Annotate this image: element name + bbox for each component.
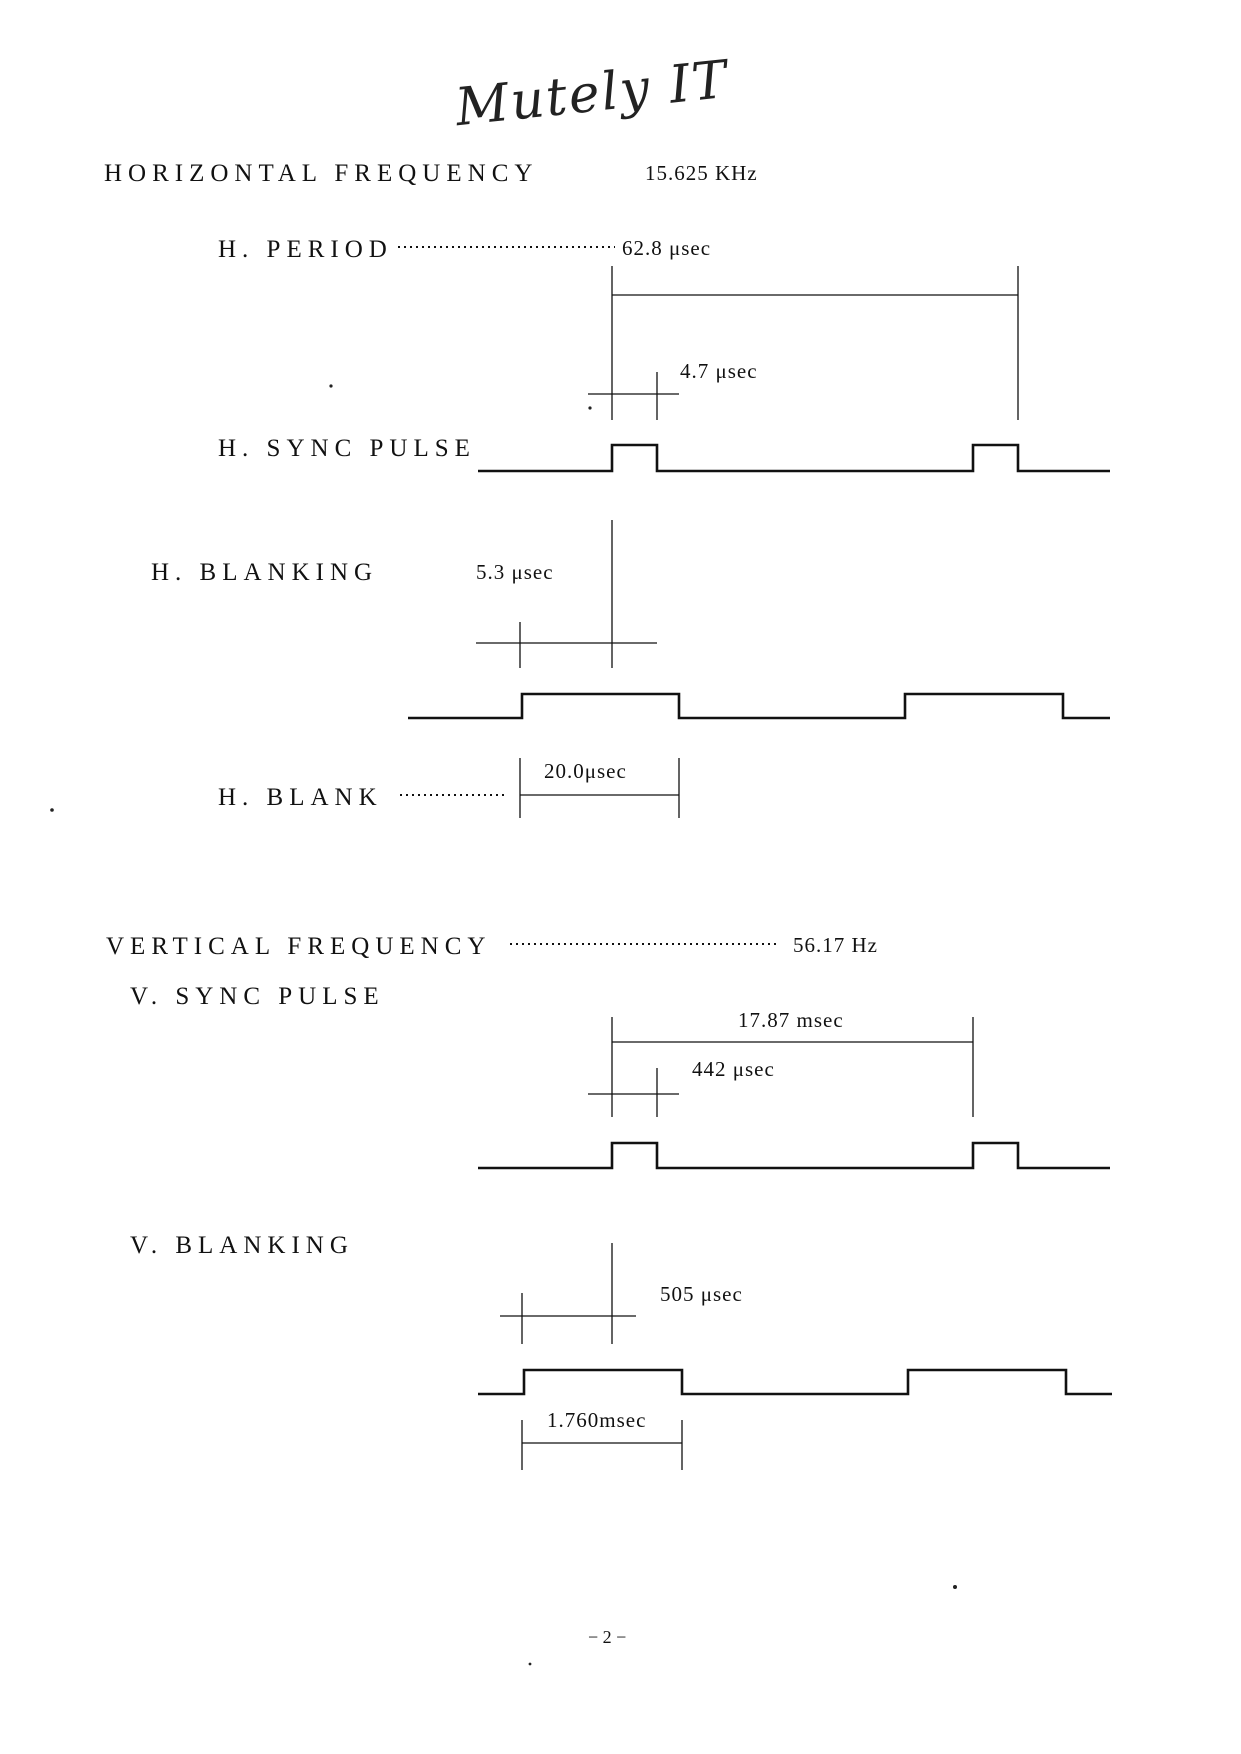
speck-mark	[588, 406, 592, 410]
h-sync-waveform	[478, 443, 1110, 473]
v-sync-pulse-label: V. SYNC PULSE	[130, 983, 385, 1010]
vertical-frequency-title: VERTICAL FREQUENCY	[106, 933, 492, 960]
h-blanking-waveform	[408, 692, 1110, 720]
v-blanking-offset-value: 505 μsec	[660, 1282, 743, 1306]
h-sync-width-value: 4.7 μsec	[680, 359, 758, 383]
h-blank-label: H. BLANK	[218, 784, 383, 811]
h-blanking-label: H. BLANKING	[151, 559, 379, 586]
horizontal-frequency-title: HORIZONTAL FREQUENCY	[104, 160, 539, 187]
horizontal-frequency-value: 15.625 KHz	[645, 161, 758, 185]
page-number: − 2 −	[588, 1627, 627, 1647]
h-sync-pulse-label: H. SYNC PULSE	[218, 435, 476, 462]
h-blank-value: 20.0μsec	[544, 759, 627, 783]
v-blanking-label: V. BLANKING	[130, 1232, 354, 1259]
speck-mark	[329, 384, 333, 388]
h-period-value: 62.8 μsec	[622, 236, 712, 260]
v-blanking-waveform	[478, 1368, 1112, 1396]
v-period-value: 17.87 msec	[738, 1008, 844, 1032]
speck-mark	[953, 1585, 957, 1589]
v-blank-value: 1.760msec	[547, 1408, 647, 1432]
v-sync-width-value: 442 μsec	[692, 1057, 775, 1081]
h-period-label: H. PERIOD	[218, 236, 393, 263]
v-sync-waveform	[478, 1141, 1110, 1170]
speck-mark	[50, 808, 54, 812]
speck-mark	[528, 1662, 532, 1666]
h-blanking-offset-value: 5.3 μsec	[476, 560, 554, 584]
vertical-frequency-value: 56.17 Hz	[793, 933, 878, 957]
